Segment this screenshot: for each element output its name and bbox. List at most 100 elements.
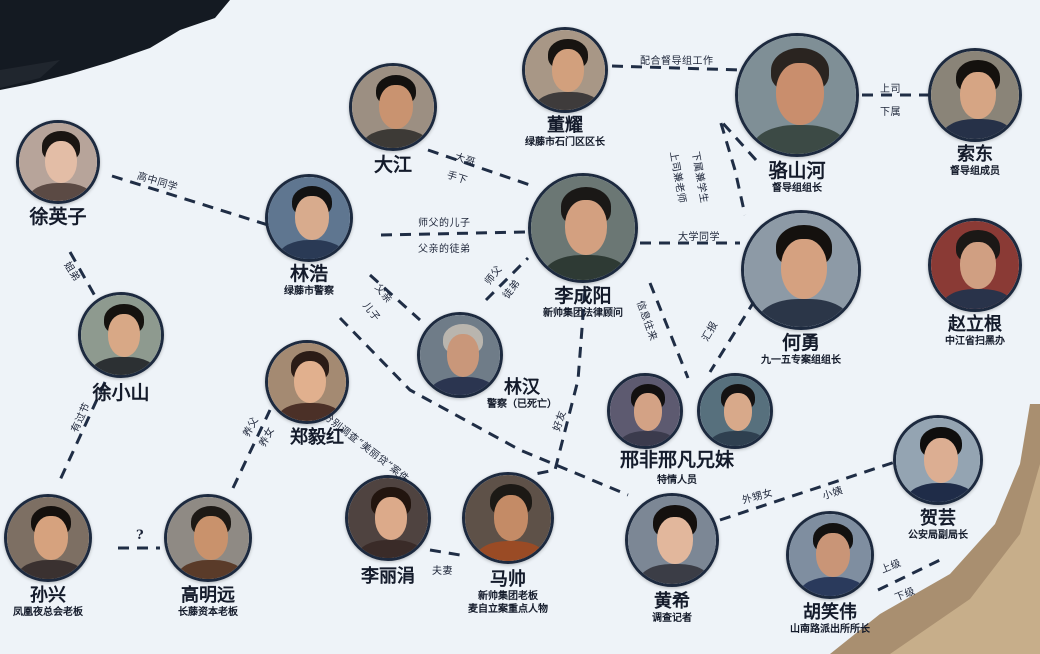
portrait-avatar [345,475,431,561]
portrait-avatar [4,494,92,582]
person-role: 绿藤市警察 [284,286,334,297]
relation-line-5 [231,409,272,489]
person-role: 麦自立案重点人物 [468,604,548,615]
portrait-avatar [697,373,773,449]
portrait-avatar [928,218,1022,312]
person-role: 警察（已死亡） [487,399,557,410]
person-name: 黄希 [654,591,690,612]
person-node-huangxi[interactable]: 黄希调查记者 [625,493,719,624]
person-role: 凤凰夜总会老板 [13,607,83,618]
person-node-heyun[interactable]: 贺芸公安局副局长 [893,415,983,541]
person-role: 九一五专案组组长 [761,355,841,366]
person-node-suodong[interactable]: 索东督导组成员 [928,48,1022,177]
person-name: 徐小山 [92,382,150,404]
person-node-zhengyihong[interactable]: 郑毅红 [265,340,349,447]
person-name: 贺芸 [920,508,956,529]
relation-line-15 [529,289,587,477]
person-node-lichengyang[interactable]: 李成阳新帅集团法律顾问 [528,173,638,319]
relation-line-19 [719,460,896,522]
person-name: 徐英子 [29,206,87,228]
relation-label-r11-1: 大学同学 [678,232,720,243]
portrait-avatar [462,472,554,564]
portrait-avatar [607,373,683,449]
portrait-avatar [735,33,859,157]
person-name: 赵立根 [948,314,1002,335]
person-node-lilijuan[interactable]: 李丽涓 [345,475,431,586]
relation-line-1 [111,174,269,227]
person-name: 李丽涓 [361,566,415,587]
person-node-dongyao[interactable]: 董耀绿藤市石门区区长 [522,27,608,148]
person-role: 公安局副局长 [908,530,968,541]
person-name: 郑毅红 [290,427,344,448]
person-node-huxiaowei[interactable]: 胡笑伟山南路派出所所长 [786,511,874,635]
person-node-sunxing[interactable]: 孙兴凤凰夜总会老板 [4,494,92,618]
portrait-avatar [265,340,349,424]
ink-brush-decoration [0,0,230,90]
relation-line-16 [648,282,690,379]
person-name: 高明远 [181,585,235,606]
portrait-avatar [741,210,861,330]
person-name: 马帅 [490,569,526,590]
portrait-avatar [786,511,874,599]
relation-line-18 [429,548,461,557]
portrait-avatar [522,27,608,113]
relation-line-17 [708,299,757,373]
portrait-avatar [417,312,503,398]
relation-label-r8-1: 配合督导组工作 [640,56,714,67]
person-node-linhao[interactable]: 林浩绿藤市警察 [265,174,353,297]
person-role: 山南路派出所所长 [790,624,870,635]
person-name: 胡笑伟 [803,602,857,623]
person-name: 林浩 [289,263,329,285]
portrait-avatar [625,493,719,587]
person-name: 李成阳 [554,285,612,307]
person-role: 新帅集团老板 [478,591,538,602]
person-node-xuxiaoshan[interactable]: 徐小山 [78,292,164,403]
person-name: 何勇 [781,332,821,354]
portrait-avatar [265,174,353,262]
relation-line-13 [484,256,530,302]
person-node-zhaoligen[interactable]: 赵立根中江省扫黑办 [928,218,1022,347]
person-role: 新帅集团法律顾问 [543,308,623,319]
person-name: 索东 [957,144,993,165]
relation-label-r4-1: ? [136,528,145,543]
person-node-dajiang[interactable]: 大江 [349,63,437,175]
relation-label-r9-1: 上司 [880,84,901,95]
person-node-xuyingzi[interactable]: 徐英子 [16,120,100,227]
person-node-xingfei[interactable] [607,373,683,449]
relation-line-20 [877,558,941,592]
portrait-avatar [164,494,252,582]
portrait-avatar [528,173,638,283]
person-node-linhan[interactable]: 林汉警察（已死亡） [417,312,557,410]
relation-line-6 [380,230,527,237]
relation-label-r6-1: 师父的儿子 [418,218,471,229]
person-role: 调查记者 [652,613,692,624]
relation-label-r9-2: 下属 [880,107,901,118]
person-node-heyong[interactable]: 何勇九一五专案组组长 [741,210,861,366]
portrait-avatar [928,48,1022,142]
group-name: 邢非邢凡兄妹 [619,449,735,471]
relation-line-2 [68,251,97,297]
person-node-xingfan[interactable] [697,373,773,449]
person-role: 中江省扫黑办 [945,336,1005,347]
person-node-gaomingyuan[interactable]: 高明远长藤资本老板 [164,494,252,618]
person-name: 骆山河 [768,160,826,182]
person-name: 董耀 [547,115,583,136]
person-node-mashuai[interactable]: 马帅新帅集团老板麦自立案重点人物 [462,472,554,615]
relation-label-r6-2: 父亲的徒弟 [418,244,471,255]
person-node-luoshanhe[interactable]: 骆山河督导组组长 [735,33,859,194]
portrait-avatar [893,415,983,505]
relation-line-7 [427,148,531,187]
person-role: 绿藤市石门区区长 [525,137,605,148]
person-name: 大江 [373,154,413,176]
person-name: 孙兴 [30,585,66,606]
portrait-avatar [16,120,100,204]
group-role: 特情人员 [657,475,697,486]
person-role: 长藤资本老板 [178,607,238,618]
portrait-avatar [349,63,437,151]
paper-corner-decoration [830,404,1040,654]
portrait-avatar [78,292,164,378]
relation-line-8 [611,64,741,72]
person-role: 督导组成员 [950,166,1000,177]
